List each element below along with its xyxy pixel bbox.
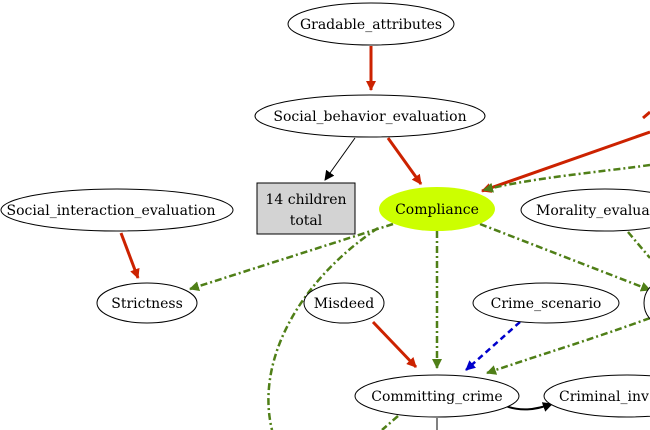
node-label: Morality_evalua [536,203,650,219]
edge-crime-scenario-to-committing-crime [465,321,521,371]
node-criminal-investigation[interactable]: Criminal_inv [543,374,650,418]
node-strictness[interactable]: Strictness [96,282,198,324]
node-offscreen-right-shape [643,286,650,320]
edge-misdeed-to-committing-crime [371,320,418,369]
summary-children-total-box[interactable]: 14 children total [256,182,356,235]
node-compliance[interactable]: Compliance [379,187,495,231]
edge-offscreen-stub [642,110,650,120]
node-crime-scenario[interactable]: Crime_scenario [472,282,620,324]
node-compliance-shape [379,187,495,231]
edge-social-behavior-to-children-box [324,137,356,181]
edge-social-interaction-to-strictness [119,232,140,279]
node-crime-scenario-shape [472,282,620,324]
node-label: Social_behavior_evaluation [273,109,466,125]
node-label: Criminal_inv [559,389,649,405]
edge-compliance-to-strictness [189,222,394,292]
edge-social-behavior-to-compliance [386,137,423,185]
node-label: Social_interaction_evaluation [7,203,216,219]
node-social-behavior-evaluation[interactable]: Social_behavior_evaluation [254,94,486,138]
inheritance-edges [119,46,650,369]
node-label: Strictness [111,296,183,312]
edge-morality-to-offscreen [627,231,650,259]
edge-compliance-to-offscreen [479,222,650,292]
node-label: Crime_scenario [491,296,602,312]
node-gradable-attributes-shape [287,2,455,46]
edge-offscreen-to-compliance-green [483,163,650,193]
node-misdeed[interactable]: Misdeed [303,282,385,324]
node-social-behavior-evaluation-shape [254,94,486,138]
node-strictness-shape [96,282,198,324]
node-misdeed-shape [303,282,385,324]
node-committing-crime[interactable]: Committing_crime [354,374,520,418]
summary-box-shape [256,182,356,235]
edge-compliance-to-offscreen-below [267,226,379,430]
node-gradable-attributes[interactable]: Gradable_attributes [287,2,455,46]
node-morality-evaluation[interactable]: Morality_evalua [520,188,650,232]
node-label: Misdeed [314,296,375,312]
using-edges [189,163,650,430]
node-committing-crime-shape [354,374,520,418]
node-criminal-investigation-shape [543,374,650,418]
edge-offscreen-to-committing-crime [486,316,650,375]
node-social-interaction-evaluation-shape [0,188,234,232]
edge-committing-crime-to-below [381,415,399,430]
node-morality-evaluation-shape [520,188,650,232]
node-label: Compliance [395,202,479,218]
node-social-interaction-evaluation[interactable]: Social_interaction_evaluation [0,188,234,232]
node-label: Gradable_attributes [300,17,442,33]
summary-box-line1: 14 children [265,192,346,208]
edge-offscreen-to-compliance [481,130,650,193]
summary-box-line2: total [290,213,323,229]
node-label: Committing_crime [371,389,502,405]
